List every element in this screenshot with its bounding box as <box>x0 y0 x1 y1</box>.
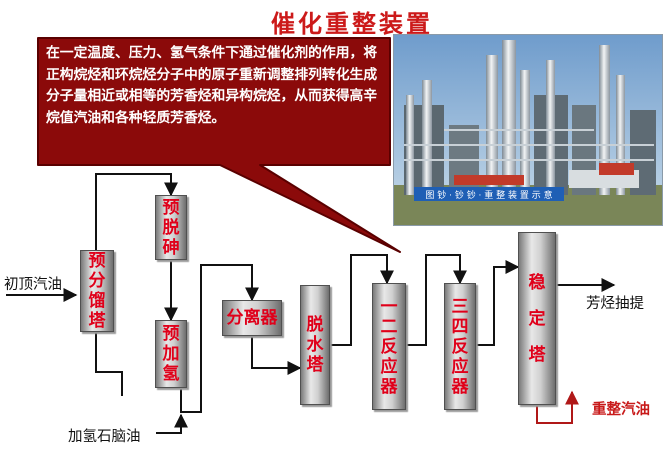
flow-reformate <box>536 390 579 424</box>
label-aromatics-extraction: 芳烃抽提 <box>586 296 644 312</box>
flow-hydro-naphtha <box>156 413 188 434</box>
unit-char: 分 <box>88 271 106 291</box>
unit-dehydration-tower: 脱 水 塔 <box>300 285 330 405</box>
unit-reactor-1-2: 一 二 反 应 器 <box>372 283 406 410</box>
unit-pre-hydrogenation: 预 加 氢 <box>155 320 187 388</box>
unit-char: 器 <box>260 308 278 328</box>
unit-char: 塔 <box>528 344 546 365</box>
page-title: 催化重整装置 <box>271 10 433 38</box>
unit-char: 预 <box>162 324 180 344</box>
label-feed: 初顶汽油 <box>4 277 62 293</box>
label-hydro-naphtha: 加氢石脑油 <box>68 429 141 445</box>
photo-banner: 图 钞 · 钞 钞 · 重 整 装 置 示 意 <box>425 189 552 201</box>
unit-char: 水 <box>306 335 324 355</box>
unit-char: 应 <box>380 356 398 377</box>
unit-char: 器 <box>380 376 398 397</box>
unit-char: 反 <box>380 336 398 357</box>
unit-char: 砷 <box>162 237 180 258</box>
callout-description: 在一定温度、压力、氢气条件下通过催化剂的作用，将正构烷烃和环烷烃分子中的原子重新… <box>46 45 378 126</box>
unit-char: 预 <box>88 251 106 271</box>
unit-char: 一 <box>380 296 398 317</box>
flow-predistill-dearsenic <box>95 173 178 260</box>
unit-char: 塔 <box>88 311 106 331</box>
unit-stabilizer-tower: 稳 定 塔 <box>518 232 556 405</box>
unit-char: 器 <box>451 376 469 397</box>
unit-char: 脱 <box>162 217 180 238</box>
flow-predistill-bottom <box>95 332 123 396</box>
callout-bubble <box>37 37 401 253</box>
flow-dehydration-reactor12 <box>330 254 394 346</box>
unit-char: 应 <box>451 356 469 377</box>
unit-char: 定 <box>528 308 546 329</box>
unit-char: 脱 <box>306 315 324 335</box>
unit-char: 二 <box>380 316 398 337</box>
unit-char: 塔 <box>306 355 324 375</box>
refinery-photo: 图 钞 · 钞 钞 · 重 整 装 置 示 意 <box>393 34 663 226</box>
unit-char: 反 <box>451 336 469 357</box>
unit-char: 氢 <box>162 364 180 384</box>
unit-reactor-3-4: 三 四 反 应 器 <box>444 283 476 410</box>
flow-separator-dehydration <box>251 336 302 375</box>
unit-separator: 分 离 器 <box>222 300 282 336</box>
unit-char: 分 <box>226 308 244 328</box>
unit-char: 稳 <box>528 272 546 293</box>
unit-pre-dearsenic: 预 脱 砷 <box>155 195 187 260</box>
unit-char: 离 <box>243 308 261 328</box>
unit-char: 四 <box>451 316 469 337</box>
unit-char: 加 <box>162 344 180 364</box>
label-reformate: 重整汽油 <box>592 402 650 418</box>
unit-predistillation-tower: 预 分 馏 塔 <box>80 250 114 332</box>
flow-prehydro-separator <box>180 264 259 413</box>
unit-char: 预 <box>162 197 180 218</box>
unit-char: 馏 <box>88 291 106 311</box>
flow-reactor12-reactor34 <box>406 254 467 346</box>
unit-char: 三 <box>451 296 469 317</box>
flow-reactor34-stabilizer <box>476 260 520 346</box>
